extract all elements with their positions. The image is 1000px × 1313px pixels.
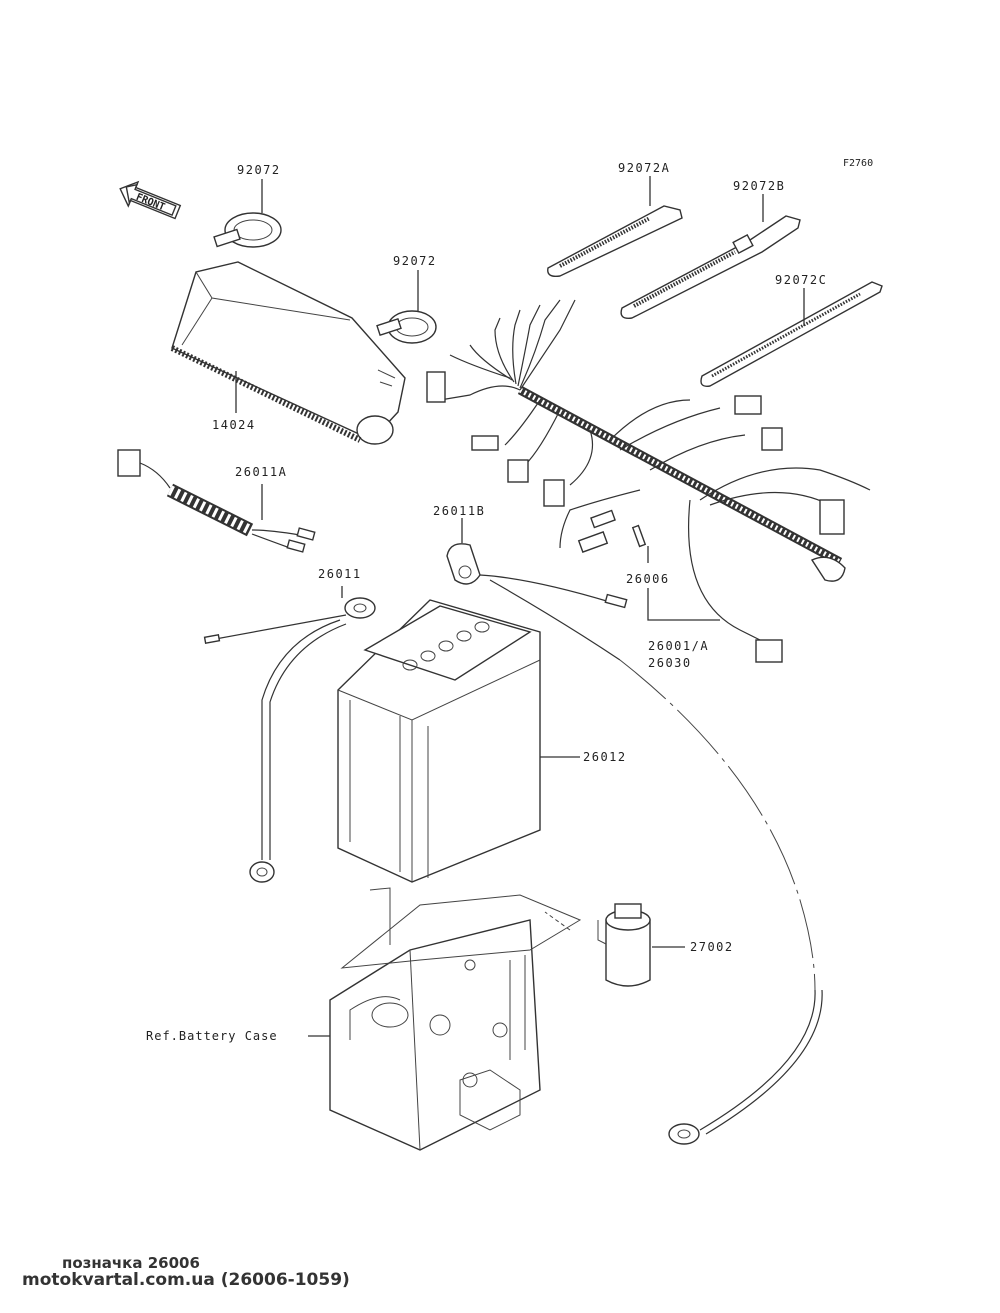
front-arrow-icon: FRONT	[119, 180, 182, 220]
cover-14024	[170, 261, 406, 445]
clamp-92072-top	[213, 212, 282, 248]
label-26030: 26030	[648, 656, 692, 670]
coiled-lead-26011A	[117, 449, 316, 553]
label-26006: 26006	[626, 572, 670, 586]
label-26011: 26011	[318, 567, 362, 581]
ground-cable-dashed	[619, 659, 816, 991]
label-92072C: 92072C	[775, 273, 827, 287]
battery-26012	[337, 599, 541, 883]
label-26011B: 26011B	[433, 504, 485, 518]
label-92072B: 92072B	[733, 179, 785, 193]
cable-tie-92072B	[620, 215, 801, 319]
label-92072-top: 92072	[237, 163, 281, 177]
cable-tie-92072A	[547, 205, 683, 278]
label-92072-mid: 92072	[393, 254, 437, 268]
lead-26011	[203, 597, 376, 883]
clamp-92072-mid	[376, 310, 437, 344]
battery-case	[329, 887, 582, 1151]
ground-cable-end	[699, 989, 816, 1131]
main-harness	[426, 299, 871, 663]
caption-line2: motokvartal.com.ua (26006-1059)	[22, 1270, 350, 1290]
label-battery-case: Ref.Battery Case	[146, 1029, 278, 1043]
label-26011A: 26011A	[235, 465, 287, 479]
label-14024: 14024	[212, 418, 256, 432]
label-26012: 26012	[583, 750, 627, 764]
relay-27002	[597, 903, 651, 987]
label-92072A: 92072A	[618, 161, 670, 175]
caption-line1: позначка 26006	[62, 1254, 200, 1272]
cable-tie-92072C	[700, 281, 883, 387]
lead-26011B	[446, 543, 628, 661]
figure-code: F2760	[843, 158, 873, 169]
label-26001A: 26001/A	[648, 639, 709, 653]
fuse-26006	[631, 524, 647, 548]
label-27002: 27002	[690, 940, 734, 954]
